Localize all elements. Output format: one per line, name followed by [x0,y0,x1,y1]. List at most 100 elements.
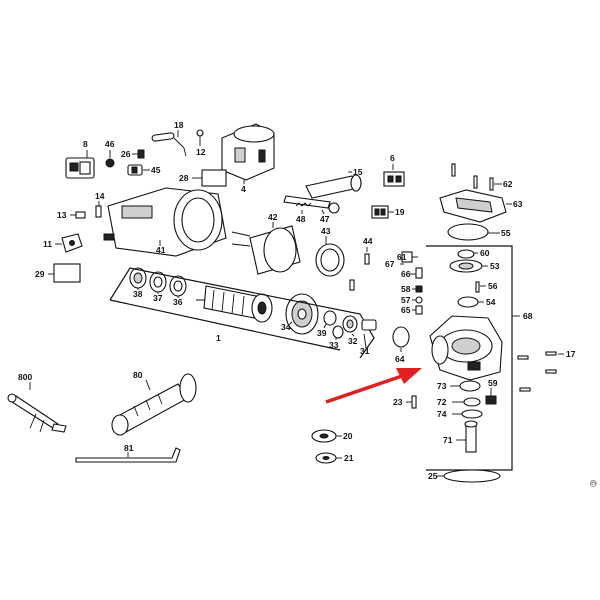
label-29: 29 [35,269,45,279]
label-65: 65 [401,305,411,315]
label-21: 21 [344,453,354,463]
part-41-housing[interactable] [103,187,227,257]
part-28-label[interactable] [192,169,227,187]
part-13-screw[interactable] [70,211,86,219]
copyright-mark: © [588,480,598,487]
label-25: 25 [428,471,438,481]
part-72-bearing[interactable] [452,397,481,407]
label-20: 20 [343,431,353,441]
part-59-lock[interactable] [485,388,497,405]
label-31: 31 [360,346,370,356]
label-6: 6 [390,153,395,163]
part-23-screw[interactable] [406,395,417,409]
label-32: 32 [348,336,358,346]
label-800: 800 [18,372,32,382]
part-800-spanner[interactable] [7,382,67,433]
label-19: 19 [395,207,405,217]
part-63-gear-cover[interactable] [439,189,512,223]
part-81-hex-key[interactable] [75,447,181,463]
label-11: 11 [43,239,52,249]
part-53-gear[interactable] [449,259,488,273]
label-54: 54 [486,297,496,307]
label-23: 23 [393,397,403,407]
part-48-spring[interactable] [295,202,312,214]
label-41: 41 [156,245,166,255]
part-43-baffle[interactable] [315,236,345,277]
part-19-switch[interactable] [371,205,394,219]
part-32-bearing[interactable] [342,315,358,337]
part-25-o-ring[interactable] [436,469,501,483]
label-57: 57 [401,295,411,305]
part-54-bearing[interactable] [457,296,484,308]
part-gear-housing[interactable] [429,315,503,381]
part-62-screws[interactable] [451,163,502,191]
label-62: 62 [503,179,513,189]
part-58-spring[interactable] [412,285,423,293]
part-1-armature[interactable] [196,285,273,323]
label-8: 8 [83,139,88,149]
part-44-screws[interactable] [349,247,370,291]
part-14-screw[interactable] [95,201,102,218]
label-37: 37 [153,293,163,303]
label-68: 68 [523,311,533,321]
part-65-clip[interactable] [412,305,423,315]
label-28: 28 [179,173,189,183]
label-59: 59 [488,378,498,388]
label-73: 73 [437,381,447,391]
part-55-gasket[interactable] [447,223,500,241]
part-31-pinion[interactable] [361,319,377,349]
part-12-screw[interactable] [196,129,204,146]
part-74-washer[interactable] [452,409,483,419]
label-17: 17 [566,349,576,359]
part-18-lever-rod[interactable] [151,130,187,157]
part-6-brush-holder[interactable] [383,164,405,187]
part-56-screw[interactable] [475,281,486,293]
label-4: 4 [241,184,246,194]
part-61-key[interactable] [401,251,418,263]
label-48: 48 [296,214,306,224]
label-18: 18 [174,120,184,130]
label-55: 55 [501,228,511,238]
part-8-switch-bracket[interactable] [65,150,95,179]
part-26-switch[interactable] [132,149,145,159]
label-39: 39 [317,328,327,338]
label-58: 58 [401,284,411,294]
part-21-nut[interactable] [315,452,342,464]
part-64-o-ring[interactable] [392,326,410,352]
part-73-bearing[interactable] [450,380,481,392]
part-42-field[interactable] [231,222,301,275]
label-56: 56 [488,281,498,291]
part-57-washer[interactable] [412,296,423,304]
part-4-motor-housing[interactable] [221,123,275,184]
part-33-washer[interactable] [332,325,344,340]
label-43: 43 [321,226,331,236]
part-60-bearing[interactable] [457,249,478,259]
label-81: 81 [124,443,134,453]
part-36-bearing[interactable] [169,275,187,298]
label-33: 33 [329,340,339,350]
label-71: 71 [443,435,453,445]
part-15-handle-rod[interactable] [305,171,362,199]
armature-assembly-frame [109,267,375,359]
part-17-screws[interactable] [517,351,564,392]
part-47-spindle-lock[interactable] [283,195,340,215]
label-60: 60 [480,248,490,258]
part-45-actuator[interactable] [127,164,150,176]
label-14: 14 [95,191,105,201]
label-45: 45 [151,165,161,175]
part-66-pin[interactable] [410,267,423,279]
part-29-label[interactable] [48,263,81,283]
part-71-spindle[interactable] [456,420,478,453]
label-61: 61 [397,252,407,262]
part-46-screw[interactable] [105,150,115,168]
part-37-bearing[interactable] [149,271,167,294]
part-80-side-handle[interactable] [111,373,197,436]
part-20-flange[interactable] [311,429,342,443]
part-39-bearing[interactable] [323,310,337,329]
label-64: 64 [395,354,405,364]
label-1: 1 [216,333,221,343]
part-11-cable-clamp[interactable] [55,233,83,253]
label-67: 67 [385,259,395,269]
part-38-bearing[interactable] [129,267,147,290]
